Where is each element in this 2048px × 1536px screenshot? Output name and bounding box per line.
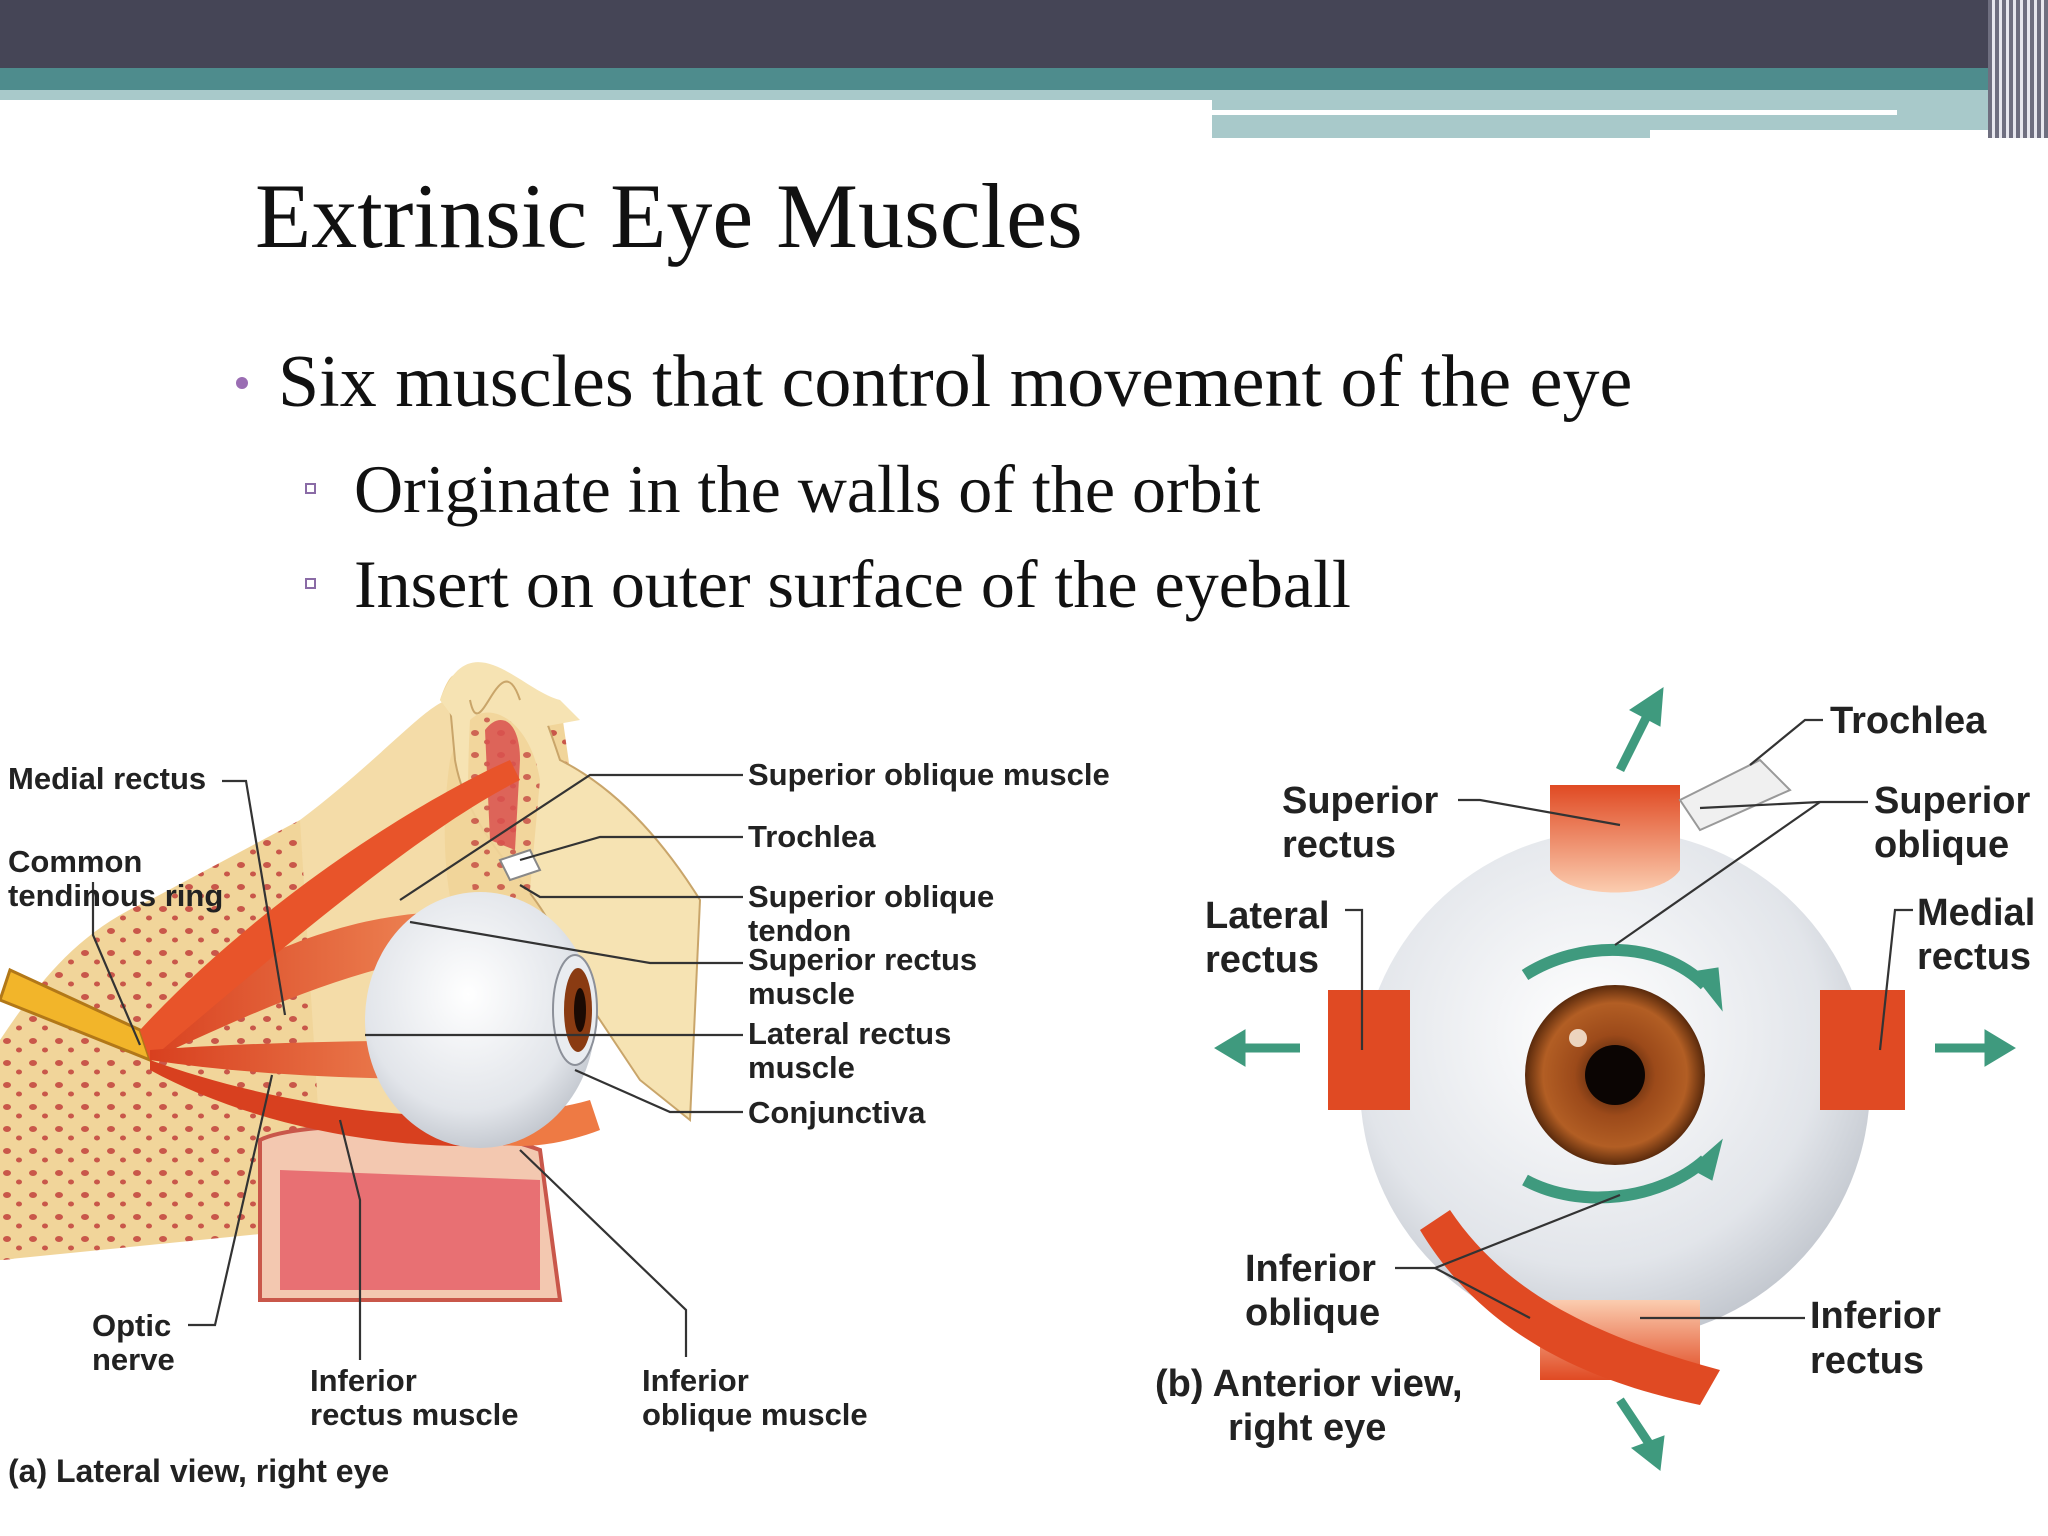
label-inferior-rectus-2: rectus muscle (310, 1397, 519, 1432)
arrow-down-shaft (1616, 1397, 1654, 1448)
arrow-right-icon (1984, 1029, 2016, 1067)
subbullet-1: Originate in the walls of the orbit (305, 455, 1260, 523)
header-band-light (0, 90, 1212, 100)
square-bullet-icon (305, 482, 316, 494)
label-optic-nerve-1: Optic (92, 1308, 171, 1343)
label-superior-rectus-2: muscle (748, 976, 855, 1011)
lateral-leader-lines (91, 773, 743, 1360)
arrow-up-shaft (1615, 707, 1655, 773)
leader-common-ring (91, 882, 142, 1046)
leader-superior-rectus (409, 920, 743, 965)
label-superior-rectus-b-2: rectus (1282, 824, 1396, 866)
leader-trochlea-b (1749, 718, 1823, 766)
label-inferior-rectus-b-1: Inferior (1810, 1295, 1941, 1337)
anterior-view-illustration (1328, 758, 1905, 1405)
leader-superior-oblique-tendon (519, 884, 743, 899)
leader-inferior-rectus (338, 1119, 362, 1360)
leader-superior-oblique-muscle (399, 773, 743, 901)
label-conjunctiva: Conjunctiva (748, 1095, 926, 1130)
label-inferior-oblique-b-1: Inferior (1245, 1248, 1376, 1290)
anterior-leader-lines (1345, 718, 1913, 1320)
bullet-main: Six muscles that control movement of the… (236, 345, 1632, 419)
anterior-labels: Trochlea Superior rectus Superior obliqu… (1155, 700, 2035, 1449)
label-common-ring-1: Common (8, 844, 142, 879)
subbullet-text: Originate in the walls of the orbit (354, 451, 1261, 527)
leader-inferior-oblique (519, 1149, 688, 1357)
leader-trochlea (519, 835, 743, 862)
header-divider-line (1650, 130, 1988, 138)
arrow-rotate-top (1521, 943, 1710, 990)
arrow-rotate-bottom-icon (1689, 1138, 1723, 1181)
superior-oblique-shape (140, 760, 520, 1060)
label-trochlea: Trochlea (748, 819, 876, 854)
label-superior-oblique-tendon-2: tendon (748, 913, 851, 948)
label-lateral-rectus-2: muscle (748, 1050, 855, 1085)
label-superior-oblique-b-2: oblique (1874, 824, 2009, 866)
lateral-labels: Medial rectus Common tendinous ring Opti… (8, 757, 1110, 1489)
leader-medial-rectus (222, 779, 287, 1016)
leader-lateral-rectus-b (1345, 908, 1364, 1050)
maxillary-sinus-inner (280, 1170, 540, 1290)
iris-highlight (1569, 1029, 1587, 1047)
sphenoid-bone (0, 1086, 104, 1260)
bullet-dot-icon (236, 377, 248, 390)
arrow-left-icon (1214, 1029, 1246, 1067)
label-trochlea-b: Trochlea (1830, 700, 1987, 742)
label-superior-oblique-muscle: Superior oblique muscle (748, 757, 1110, 792)
label-superior-oblique-tendon-1: Superior oblique (748, 879, 994, 914)
arrow-up-icon (1629, 687, 1664, 727)
bullet-text: Six muscles that control movement of the… (278, 341, 1633, 423)
header-stripes (1988, 0, 2048, 138)
label-superior-rectus-1: Superior rectus (748, 942, 977, 977)
leader-superior-rectus-b (1458, 798, 1621, 827)
square-bullet-icon (305, 577, 316, 589)
caption-anterior-view-2: right eye (1228, 1407, 1386, 1449)
label-superior-rectus-b-1: Superior (1282, 780, 1438, 822)
slide-title: Extrinsic Eye Muscles (255, 165, 1083, 267)
label-inferior-oblique-1: Inferior (642, 1363, 749, 1398)
lateral-rectus-band (1328, 990, 1410, 1110)
arrow-rotate-top-icon (1691, 967, 1723, 1012)
subbullet-2: Insert on outer surface of the eyeball (305, 550, 1351, 618)
label-medial-rectus: Medial rectus (8, 761, 206, 796)
arrow-down-icon (1630, 1435, 1665, 1471)
caption-anterior-view-1: (b) Anterior view, (1155, 1363, 1463, 1405)
superior-oblique-tendon-shape (1678, 758, 1792, 832)
pupil-lateral (574, 988, 586, 1032)
medial-rectus-band (1820, 990, 1905, 1110)
pupil-anterior (1585, 1045, 1645, 1105)
label-optic-nerve-2: nerve (92, 1342, 175, 1377)
label-inferior-rectus-b-2: rectus (1810, 1340, 1924, 1382)
eyeball-lateral (365, 892, 595, 1148)
lateral-view-illustration (0, 662, 702, 1302)
label-lateral-rectus-1: Lateral rectus (748, 1016, 951, 1051)
header-divider-line (1212, 110, 1897, 115)
leader-medial-rectus-b (1878, 908, 1913, 1051)
bone-contour (469, 680, 521, 715)
leader-optic-nerve (188, 1074, 274, 1327)
label-inferior-oblique-b-2: oblique (1245, 1292, 1380, 1334)
label-superior-oblique-b-1: Superior (1874, 780, 2030, 822)
label-lateral-rectus-b-2: rectus (1205, 939, 1319, 981)
label-lateral-rectus-b-1: Lateral (1205, 895, 1330, 937)
label-medial-rectus-b-1: Medial (1917, 892, 2035, 934)
leader-inferior-oblique-b2 (1434, 1267, 1531, 1319)
header-band (0, 68, 2048, 90)
inferior-oblique-band (1420, 1210, 1720, 1405)
caption-lateral-view: (a) Lateral view, right eye (8, 1453, 389, 1489)
subbullet-text: Insert on outer surface of the eyeball (354, 546, 1351, 622)
label-inferior-oblique-2: oblique muscle (642, 1397, 868, 1432)
header-bar (0, 0, 2048, 68)
superior-rectus-band (1550, 785, 1680, 893)
leader-conjunctiva (574, 1068, 743, 1114)
label-medial-rectus-b-2: rectus (1917, 936, 2031, 978)
label-inferior-rectus-1: Inferior (310, 1363, 417, 1398)
label-common-ring-2: tendinous ring (8, 878, 223, 913)
leader-superior-oblique-b2 (1614, 801, 1821, 946)
